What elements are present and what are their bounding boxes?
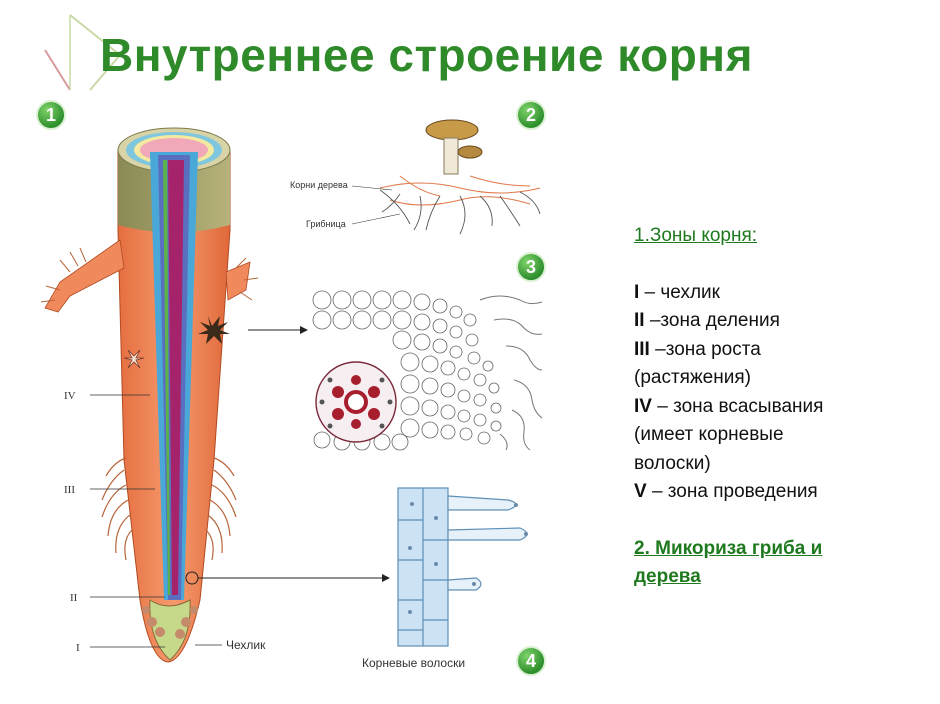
label-i: I [76, 642, 80, 654]
lateral-hairs [40, 247, 259, 303]
mycelium-threads [379, 175, 541, 206]
zone-text: – зона проведения [646, 481, 818, 502]
zone-line-6: (имеет корневые [634, 421, 934, 450]
zone-text: – зона всасывания [651, 395, 824, 417]
nuclei [408, 502, 528, 614]
zone-line-8: V – зона проведения [634, 478, 934, 507]
cross-section-diagram [310, 286, 543, 451]
phloem-dots [319, 377, 393, 429]
zones-heading: 1.Зоны корня: [634, 225, 758, 246]
decorative-corner [44, 14, 122, 91]
zone-roman: IV [634, 395, 652, 417]
badge-1: 1 [36, 100, 66, 130]
zone-text: – чехлик [639, 281, 720, 303]
zone-line-3: III –зона роста [634, 336, 934, 365]
zone-roman: II [634, 310, 645, 331]
zone-text: (растяжения) [634, 367, 751, 388]
label-cap: Чехлик [226, 638, 266, 652]
root-hairs-zone [101, 457, 237, 561]
lateral-root-right [225, 261, 251, 301]
spacer [634, 251, 934, 279]
root-hair-diagram: Корневые волоски [362, 487, 528, 670]
badge-4: 4 [516, 646, 546, 676]
star-mark [123, 349, 145, 369]
root-diagram: IV III II I Чехлик [40, 127, 390, 663]
mycorrhiza-heading-line2: дерева [634, 566, 701, 587]
zone-text: волоски) [634, 452, 711, 474]
zone-line-7: волоски) [634, 450, 934, 479]
mushroom-stem [443, 137, 459, 175]
leader-tree-roots [351, 185, 393, 191]
leader-mycelium [351, 213, 401, 225]
zone-text: (имеет корневые [634, 424, 784, 445]
cap-cells [142, 606, 198, 639]
zone-text: –зона роста [649, 338, 761, 360]
tree-roots [379, 189, 541, 235]
zone-roman: III [634, 338, 650, 360]
mycorrhiza-heading-line1: 2. Микориза гриба и [634, 537, 823, 559]
zone-text: –зона деления [644, 310, 780, 331]
zone-line-4: (растяжения) [634, 364, 934, 393]
root-cap [149, 599, 191, 661]
mushroom-cap [425, 119, 479, 141]
star-mark-2 [198, 316, 230, 344]
label-ii: II [70, 592, 78, 604]
mushroom-cap-small [457, 145, 483, 159]
label-mycelium: Грибница [306, 219, 346, 229]
xylem-cells [332, 375, 380, 429]
badge-2: 2 [516, 100, 546, 130]
spacer [634, 507, 934, 535]
zone-roman: I [634, 281, 640, 303]
cell-grid [312, 290, 502, 451]
xylem-stripe [168, 160, 184, 595]
label-root-hairs: Корневые волоски [362, 656, 465, 670]
zone-line-2: II –зона деления [634, 307, 934, 336]
zone-line-5: IV – зона всасывания [634, 393, 934, 422]
section-hairs [479, 295, 543, 451]
cell-walls [398, 488, 448, 646]
arrowhead-section [300, 326, 308, 334]
label-tree-roots: Корни дерева [290, 180, 348, 190]
zone-line-1: I – чехлик [634, 279, 934, 308]
lateral-root-left [44, 239, 125, 313]
label-iv: IV [64, 390, 76, 402]
root-hair-cells [447, 495, 528, 591]
green-stripe [163, 160, 170, 595]
mycorrhiza-diagram: Корни дерева Грибница [290, 119, 541, 235]
zones-text-panel: 1.Зоны корня: I – чехлик II –зона делени… [634, 222, 934, 592]
label-iii: III [64, 484, 75, 496]
badge-3: 3 [516, 252, 546, 282]
page-title: Внутреннее строение корня [100, 29, 753, 81]
zone-roman: V [634, 481, 647, 502]
arrowhead-hairs [382, 574, 390, 582]
